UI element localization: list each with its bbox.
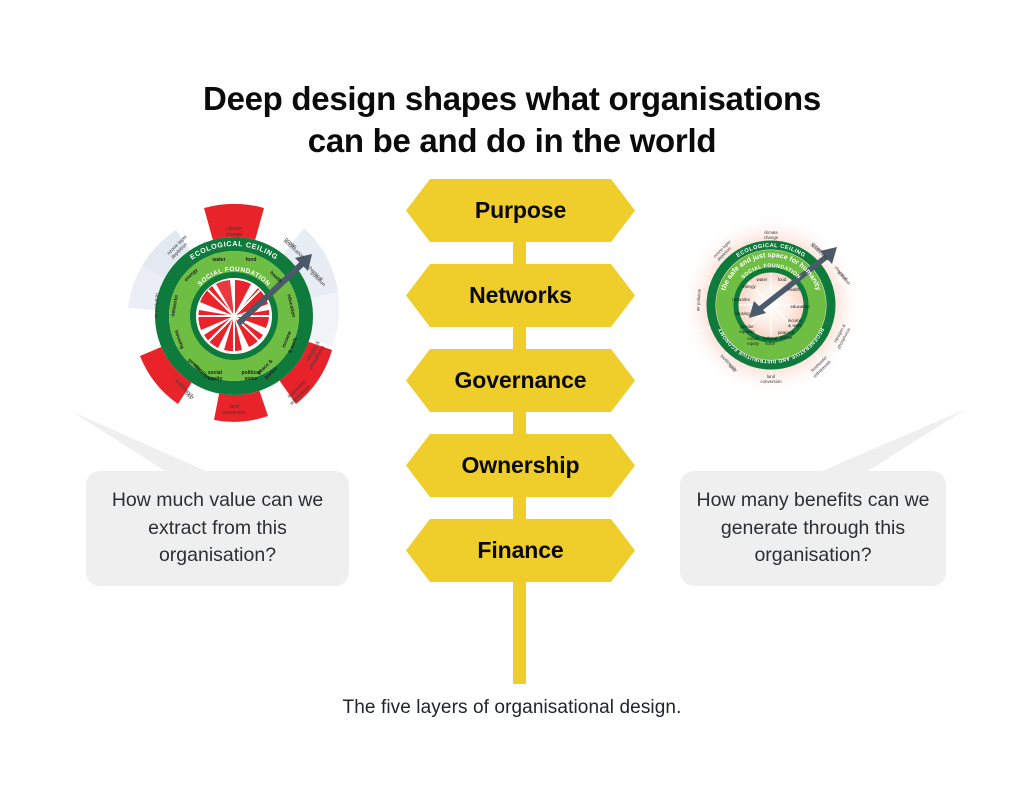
page-title-line-2: can be and do in the world: [307, 122, 717, 160]
svg-text:equity: equity: [747, 341, 760, 346]
svg-text:climate: climate: [764, 230, 778, 235]
doughnut-safe-and-just-space-diagram: ECOLOGICAL CEILING the safe and just spa…: [678, 212, 864, 398]
svg-text:food: food: [778, 277, 787, 282]
doughnut-overshoot-shortfall-diagram: ECOLOGICAL CEILING SOCIAL FOUNDATION cli…: [118, 200, 350, 432]
page-title: Deep design shapes what organisations ca…: [112, 78, 912, 162]
svg-text:education: education: [790, 304, 810, 309]
figure-caption: The five layers of organisational design…: [342, 697, 682, 718]
svg-text:energy: energy: [742, 284, 756, 289]
page-title-line-1: Deep design shapes what organisations: [203, 80, 821, 117]
svg-text:change: change: [764, 235, 779, 240]
svg-text:gender: gender: [740, 324, 754, 329]
svg-text:housing: housing: [734, 311, 750, 316]
svg-text:water: water: [211, 257, 225, 263]
svg-text:health: health: [788, 287, 801, 292]
speech-bubble-right-text: How many benefits can we generate throug…: [680, 471, 946, 586]
svg-text:networks: networks: [170, 294, 180, 317]
svg-text:social: social: [747, 336, 758, 341]
five-layers-signpost: Purpose Networks Governance Ownership Fi…: [396, 170, 646, 684]
svg-text:air pollution: air pollution: [695, 288, 702, 311]
svg-text:equality: equality: [739, 329, 755, 334]
signpost-banner-finance[interactable]: Finance: [404, 516, 637, 585]
direction-arrow: [237, 254, 312, 325]
signpost-banner-ownership[interactable]: Ownership: [404, 431, 637, 500]
svg-text:food: food: [246, 257, 257, 263]
svg-text:justice: justice: [779, 335, 793, 340]
svg-text:political: political: [763, 336, 778, 341]
svg-text:climate: climate: [226, 226, 242, 232]
direction-arrow: [749, 247, 837, 318]
svg-text:loss: loss: [182, 390, 193, 401]
svg-text:conversion: conversion: [760, 379, 782, 384]
svg-text:peace &: peace &: [778, 330, 794, 335]
svg-text:land: land: [767, 374, 776, 379]
svg-text:conversion: conversion: [222, 410, 246, 416]
svg-text:air pollution: air pollution: [154, 293, 161, 319]
speech-bubble-left: How much value can we extract from this …: [60, 400, 360, 600]
signpost-banner-purpose[interactable]: Purpose: [404, 176, 637, 245]
signpost-banner-networks[interactable]: Networks: [404, 261, 637, 330]
svg-text:networks: networks: [732, 297, 750, 302]
svg-text:water: water: [757, 277, 768, 282]
svg-text:social: social: [208, 370, 223, 376]
signpost-banner-governance[interactable]: Governance: [404, 346, 637, 415]
svg-text:equity: equity: [208, 376, 223, 382]
speech-bubble-left-text: How much value can we extract from this …: [86, 471, 349, 586]
svg-text:income: income: [788, 318, 803, 323]
svg-text:loss: loss: [728, 363, 738, 373]
speech-bubble-right: How many benefits can we generate throug…: [660, 400, 980, 600]
svg-text:voice: voice: [245, 376, 258, 382]
svg-text:voice: voice: [765, 341, 776, 346]
svg-text:& work: & work: [788, 323, 802, 328]
svg-text:land: land: [229, 404, 239, 410]
svg-text:change: change: [226, 232, 243, 238]
inner-label-group: water food health education income & wor…: [732, 277, 810, 346]
svg-text:& work: & work: [287, 337, 299, 355]
svg-text:political: political: [242, 370, 262, 376]
svg-text:education: education: [286, 294, 297, 318]
